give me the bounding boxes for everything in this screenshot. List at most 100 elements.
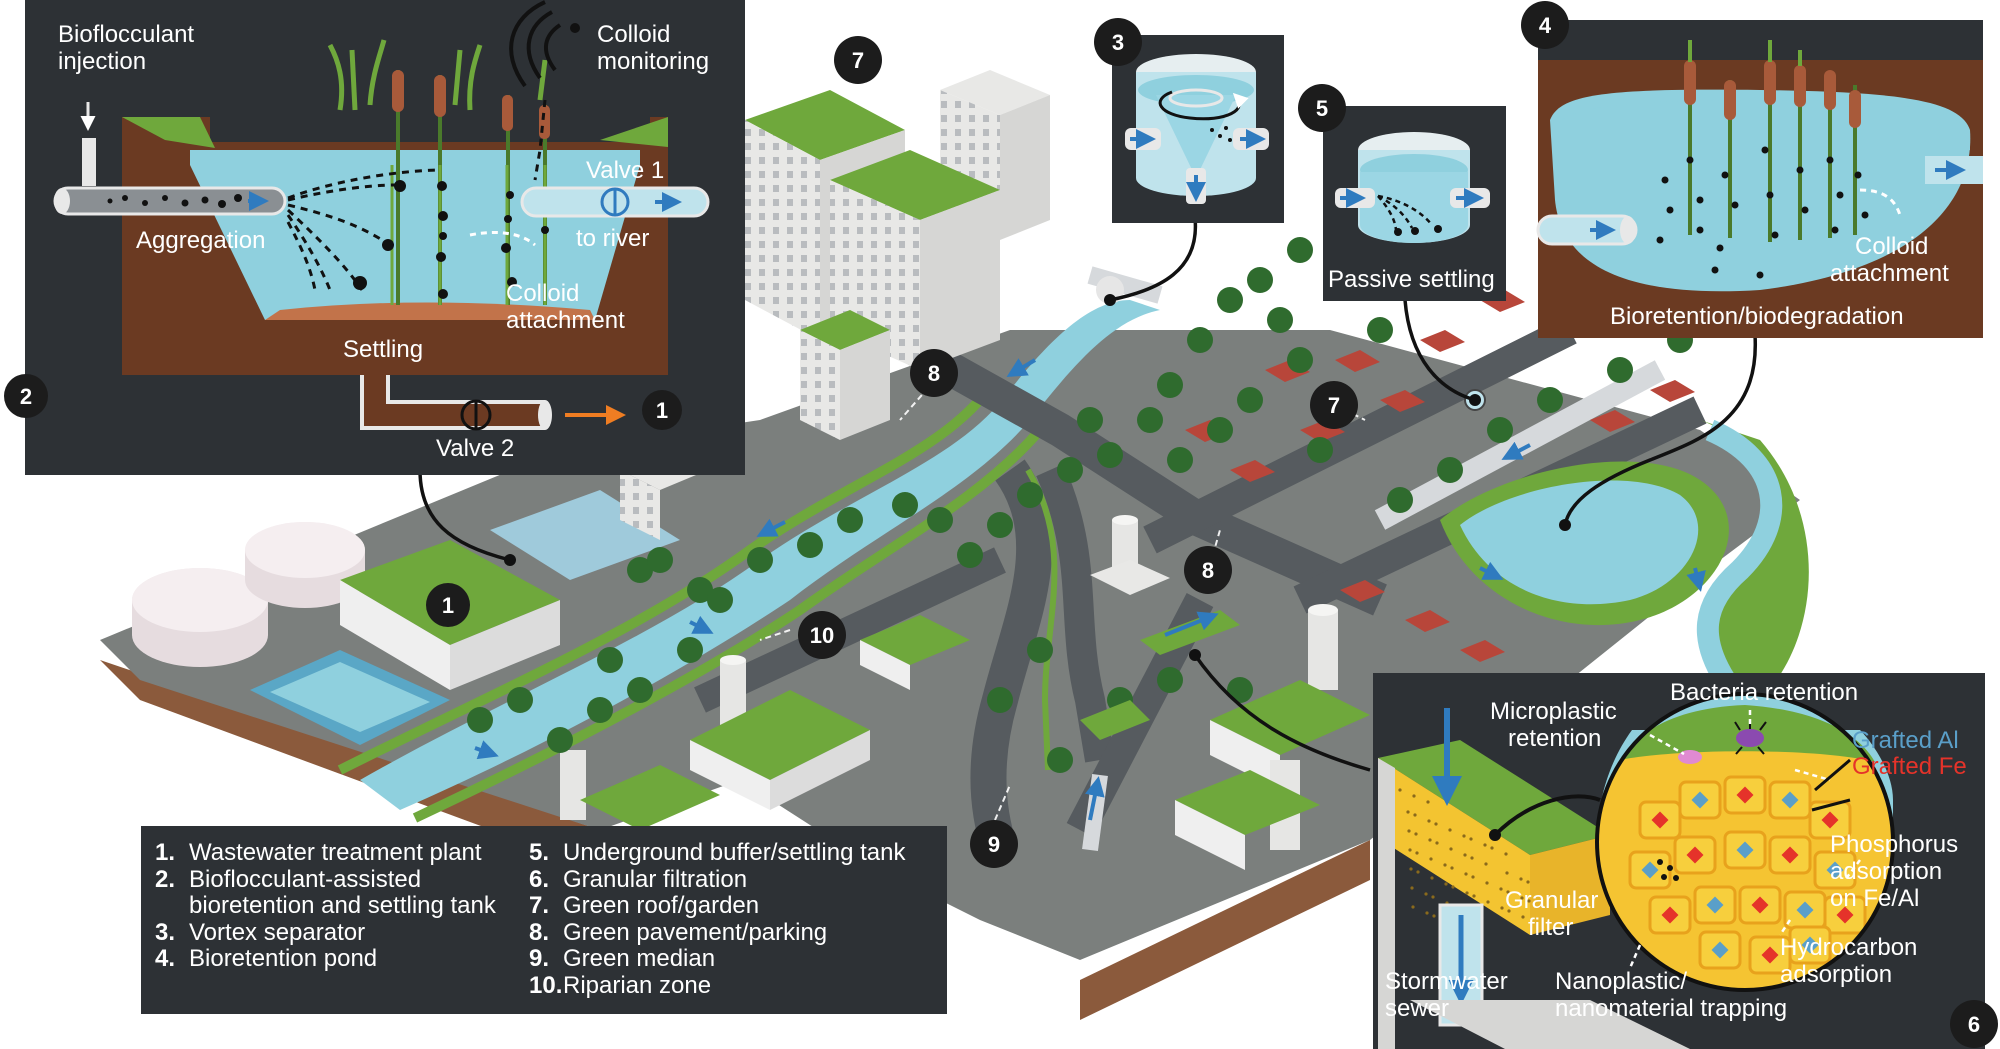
- tree: [1437, 457, 1463, 483]
- tree: [797, 532, 823, 558]
- legend-item: 8.Green pavement/parking: [529, 918, 828, 946]
- sand-grain: [1486, 900, 1490, 904]
- tree: [1307, 437, 1333, 463]
- sand-grain: [1429, 857, 1433, 861]
- sand-grain: [1428, 838, 1432, 842]
- sand-grain: [1484, 862, 1488, 866]
- sand-grain: [1432, 914, 1436, 918]
- colloid-attachment-label-1: Colloid: [506, 280, 579, 307]
- sand-grain: [1527, 899, 1531, 903]
- tree: [1157, 372, 1183, 398]
- particle: [1756, 271, 1764, 279]
- badge-7-mid: 7: [1310, 381, 1358, 429]
- colloid-attachment-4-label-2: attachment: [1830, 260, 1949, 287]
- nanoplastic-label-2: nanomaterial trapping: [1555, 995, 1787, 1022]
- sand-grain: [1472, 894, 1476, 898]
- sand-grain: [1483, 843, 1487, 847]
- particle: [1686, 156, 1694, 164]
- grafted-site: [1781, 791, 1799, 809]
- svg-text:7: 7: [1328, 393, 1340, 418]
- tree: [1287, 237, 1313, 263]
- tree: [837, 507, 863, 533]
- tree: [627, 557, 653, 583]
- sand-grain: [1505, 871, 1509, 875]
- tree: [957, 542, 983, 568]
- passive-settling-label: Passive settling: [1328, 266, 1495, 293]
- particle: [1721, 171, 1729, 179]
- particle: [1696, 196, 1704, 204]
- badge-2: 2: [4, 374, 48, 418]
- svg-text:4: 4: [1539, 13, 1552, 38]
- grafted-site: [1736, 786, 1754, 804]
- tree: [707, 587, 733, 613]
- grafted-site: [1711, 941, 1729, 959]
- sand-grain: [1471, 875, 1475, 879]
- grafted-site: [1686, 846, 1704, 864]
- grafted-site: [1706, 896, 1724, 914]
- sand-grain: [1504, 852, 1508, 856]
- tree: [687, 577, 713, 603]
- tree: [1247, 267, 1273, 293]
- tree: [1137, 407, 1163, 433]
- svg-text:9: 9: [988, 832, 1000, 857]
- stormwater-label-2: sewer: [1385, 995, 1449, 1022]
- colloid-monitoring-label-2: monitoring: [597, 48, 709, 75]
- grafted-site: [1826, 861, 1844, 879]
- svg-text:10: 10: [810, 623, 834, 648]
- sand-grain: [1465, 891, 1469, 895]
- phosphorus-label-1: Phosphorus: [1830, 831, 1958, 858]
- particle: [1796, 166, 1804, 174]
- sand-grain: [1398, 788, 1402, 792]
- tree: [987, 512, 1013, 538]
- particle: [1696, 226, 1704, 234]
- sand-grain: [1413, 813, 1417, 817]
- tree: [987, 687, 1013, 713]
- sand-grain: [1490, 846, 1494, 850]
- grafted-al-label: Grafted Al: [1852, 727, 1959, 754]
- panel-4-bioretention-pond: Colloid attachment Bioretention/biodegra…: [1536, 20, 1983, 338]
- callout-lines: [418, 217, 1757, 832]
- particle: [1826, 156, 1834, 164]
- phosphorus-label-2: adsorption: [1830, 858, 1942, 885]
- grafted-site: [1661, 906, 1679, 924]
- sand-grain: [1407, 829, 1411, 833]
- legend-item: 6.Granular filtration: [529, 865, 748, 893]
- legend-item: 9.Green median: [529, 945, 716, 973]
- sand-grain: [1408, 848, 1412, 852]
- grafted-site: [1736, 841, 1754, 859]
- grafted-site: [1821, 811, 1839, 829]
- sand-grain: [1444, 882, 1448, 886]
- grafted-site: [1761, 946, 1779, 964]
- sand-grain: [1411, 905, 1415, 909]
- particle: [1854, 171, 1862, 179]
- tree: [507, 687, 533, 713]
- microplastic-label-1: Microplastic: [1490, 698, 1617, 725]
- svg-text:2: 2: [20, 384, 32, 409]
- sand-grain: [1506, 890, 1510, 894]
- sand-grain: [1464, 872, 1468, 876]
- grafted-site: [1751, 896, 1769, 914]
- particle: [1666, 206, 1674, 214]
- tree: [1287, 347, 1313, 373]
- badge-8-mid: 8: [1184, 546, 1232, 594]
- sand-grain: [1434, 822, 1438, 826]
- legend-item: 2.Bioflocculant-assisted: [155, 865, 422, 893]
- particle: [1861, 211, 1869, 219]
- tree: [1187, 327, 1213, 353]
- legend-item-continuation: bioretention and settling tank: [189, 892, 496, 920]
- sand-grain: [1520, 896, 1524, 900]
- particle: [1801, 206, 1809, 214]
- sand-grain: [1435, 841, 1439, 845]
- to-river-label: to river: [576, 225, 649, 252]
- badge-7-top: 7: [834, 36, 882, 84]
- sand-grain: [1425, 911, 1429, 915]
- svg-text:1: 1: [656, 398, 668, 423]
- grafted-site: [1651, 811, 1669, 829]
- microplastic-label-2: retention: [1508, 725, 1601, 752]
- tree: [1267, 307, 1293, 333]
- hydrocarbon-label-1: Hydrocarbon: [1780, 934, 1917, 961]
- colloid-attachment-4-label-1: Colloid: [1855, 233, 1928, 260]
- sand-grain: [1526, 880, 1530, 884]
- sand-grain: [1424, 892, 1428, 896]
- tree: [587, 697, 613, 723]
